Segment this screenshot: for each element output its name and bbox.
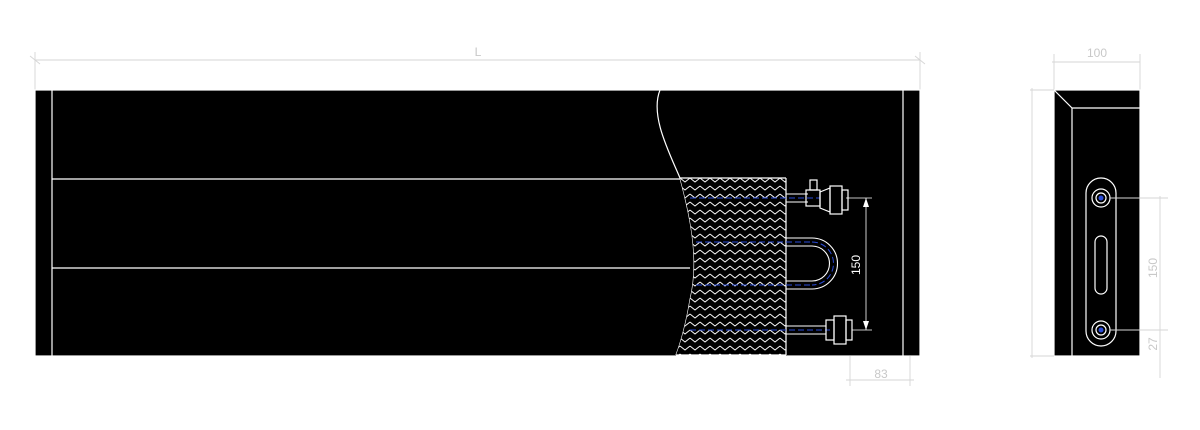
width-dimension: 100 <box>1052 46 1141 92</box>
width-label: 100 <box>1087 46 1107 60</box>
pipe-spacing-label-front: 150 <box>849 255 863 275</box>
length-label: L <box>475 45 482 59</box>
end-offset-dimension: 83 <box>846 356 914 386</box>
pipe-spacing-label-side: 150 <box>1146 258 1160 278</box>
side-body <box>1030 88 1141 358</box>
front-view: L <box>29 45 926 386</box>
u-bend <box>811 237 839 290</box>
length-dimension: L <box>29 45 926 92</box>
air-vent <box>809 179 818 191</box>
bottom-offset-label: 27 <box>1146 337 1160 351</box>
mounting-slot <box>1094 235 1108 295</box>
lower-fitting <box>825 315 853 345</box>
heat-exchanger <box>676 177 830 356</box>
upper-fitting <box>805 179 849 215</box>
pipe-assembly <box>786 179 853 345</box>
connection-plate <box>1085 177 1117 347</box>
pipe-spacing-dimension-side: 150 27 <box>1110 196 1168 378</box>
convector-body <box>34 89 921 357</box>
pipe-spacing-dimension-front: 150 <box>846 197 872 331</box>
end-offset-label: 83 <box>874 367 888 381</box>
side-view: 100 150 <box>1030 46 1168 378</box>
